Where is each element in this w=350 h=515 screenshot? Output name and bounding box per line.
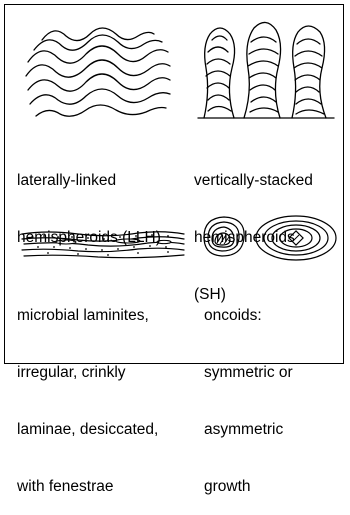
llh-caption: laterally-linked hemispheroids (LLH) bbox=[17, 133, 161, 266]
llh-illustration bbox=[20, 18, 180, 128]
oncoids-caption: oncoids: symmetric or asymmetric growth bbox=[204, 268, 293, 515]
laminites-caption: microbial laminites, irregular, crinkly … bbox=[17, 268, 158, 515]
sh-illustration bbox=[196, 12, 338, 124]
